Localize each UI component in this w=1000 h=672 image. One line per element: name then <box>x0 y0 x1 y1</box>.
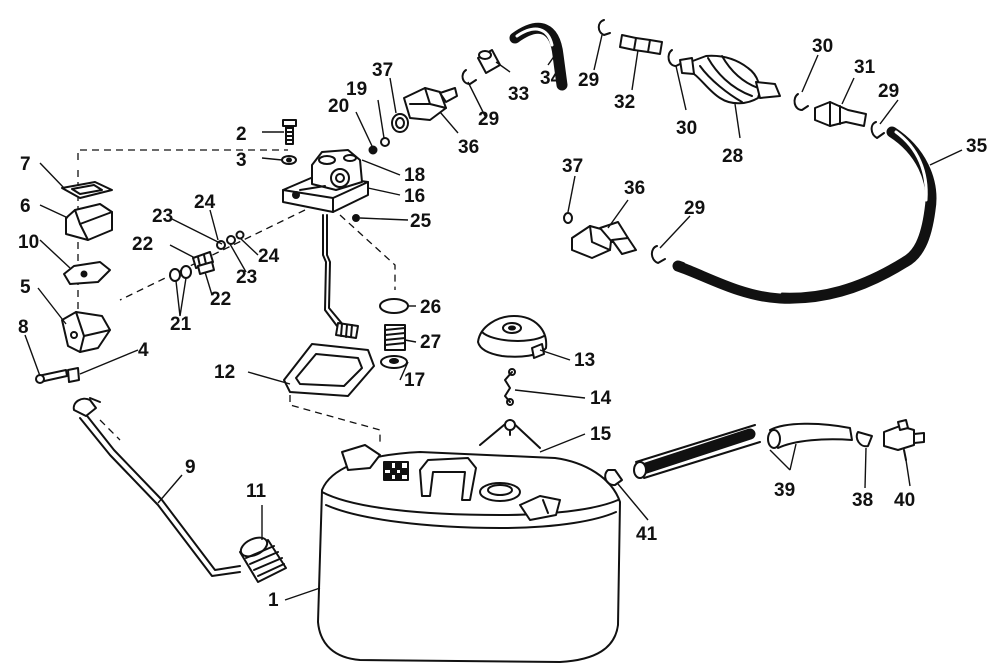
callout-5: 5 <box>20 277 31 298</box>
callout-38: 38 <box>852 490 873 511</box>
callout-4: 4 <box>138 340 149 361</box>
gauge-cover-gasket <box>61 181 113 199</box>
fuel-tank <box>317 444 621 663</box>
callout-11: 11 <box>246 481 267 502</box>
cap-chain <box>504 368 516 406</box>
hose-fitting-right <box>814 101 867 127</box>
fuel-connector-lower <box>563 212 637 259</box>
grommets <box>169 214 360 282</box>
callout-33: 33 <box>508 84 529 105</box>
callout-37b: 37 <box>562 156 583 177</box>
fuel-connector-top <box>391 87 458 133</box>
callout-24a: 24 <box>194 192 216 213</box>
callout-35: 35 <box>966 136 988 157</box>
callout-19: 19 <box>346 79 367 100</box>
spring <box>384 324 406 351</box>
callout-17: 17 <box>404 370 425 391</box>
hose-fitting <box>619 34 663 55</box>
callout-29a: 29 <box>478 109 499 130</box>
vent-hose-lower <box>633 424 761 479</box>
check-ball <box>368 137 390 155</box>
short-hose <box>509 22 568 91</box>
callout-15: 15 <box>590 424 612 445</box>
callout-1: 1 <box>268 590 279 611</box>
callout-13: 13 <box>574 350 595 371</box>
callout-28: 28 <box>722 146 743 167</box>
callout-23a: 23 <box>152 206 173 227</box>
callout-29c: 29 <box>878 81 899 102</box>
float-arm <box>72 397 241 577</box>
callout-30b: 30 <box>812 36 833 57</box>
seal-ring <box>380 355 408 369</box>
o-ring <box>667 49 809 111</box>
callout-18: 18 <box>404 165 425 186</box>
callout-39: 39 <box>774 480 795 501</box>
callout-3: 3 <box>236 150 247 171</box>
callout-36a: 36 <box>458 137 479 158</box>
nut <box>67 367 80 383</box>
hose-clamp-small <box>604 431 873 487</box>
callout-14: 14 <box>590 388 612 409</box>
callout-16: 16 <box>404 186 425 207</box>
leader-lines <box>24 34 963 601</box>
callout-30a: 30 <box>676 118 697 139</box>
hose-sleeve <box>477 49 501 74</box>
callout-21: 21 <box>170 314 192 335</box>
callout-27: 27 <box>420 332 441 353</box>
callout-32: 32 <box>614 92 635 113</box>
callout-26: 26 <box>420 297 441 318</box>
cap-disc <box>379 298 409 314</box>
callout-2: 2 <box>236 124 247 145</box>
callout-9: 9 <box>185 457 196 478</box>
long-hose <box>672 126 937 304</box>
gauge-housing <box>61 311 111 353</box>
gauge-cover <box>65 203 113 241</box>
fill-cap <box>477 315 548 359</box>
vent-hose-upper <box>767 422 853 449</box>
primer-bulb <box>679 54 781 105</box>
callout-6: 6 <box>20 196 31 217</box>
gauge-float-bracket <box>63 261 111 285</box>
screw <box>282 119 297 145</box>
callout-34: 34 <box>540 68 562 89</box>
callout-22b: 22 <box>210 289 231 310</box>
callout-12: 12 <box>214 362 235 383</box>
fuel-filter <box>239 536 287 583</box>
callout-7: 7 <box>20 154 31 175</box>
callout-29b: 29 <box>578 70 599 91</box>
callout-25: 25 <box>410 211 432 232</box>
callout-23b: 23 <box>236 267 257 288</box>
assembly-guide-lines <box>77 149 396 445</box>
vent-valve <box>883 419 925 461</box>
callout-31: 31 <box>854 57 876 78</box>
callout-37a: 37 <box>372 60 393 81</box>
callout-20: 20 <box>328 96 349 117</box>
callout-labels: 1 2 3 4 5 6 7 8 9 10 11 12 13 14 15 16 1… <box>18 36 988 611</box>
hose-clamp <box>461 19 885 264</box>
callout-29d: 29 <box>684 198 705 219</box>
callout-24b: 24 <box>258 246 280 267</box>
callout-10: 10 <box>18 232 39 253</box>
callout-8: 8 <box>18 317 29 338</box>
callout-22a: 22 <box>132 234 153 255</box>
pickup-gasket <box>283 343 375 397</box>
washer <box>281 155 297 165</box>
cap-retainer <box>479 419 541 449</box>
callout-36b: 36 <box>624 178 645 199</box>
screw-left <box>35 369 68 384</box>
pickup-assembly <box>282 149 369 339</box>
callout-40: 40 <box>894 490 915 511</box>
callout-41: 41 <box>636 524 658 545</box>
